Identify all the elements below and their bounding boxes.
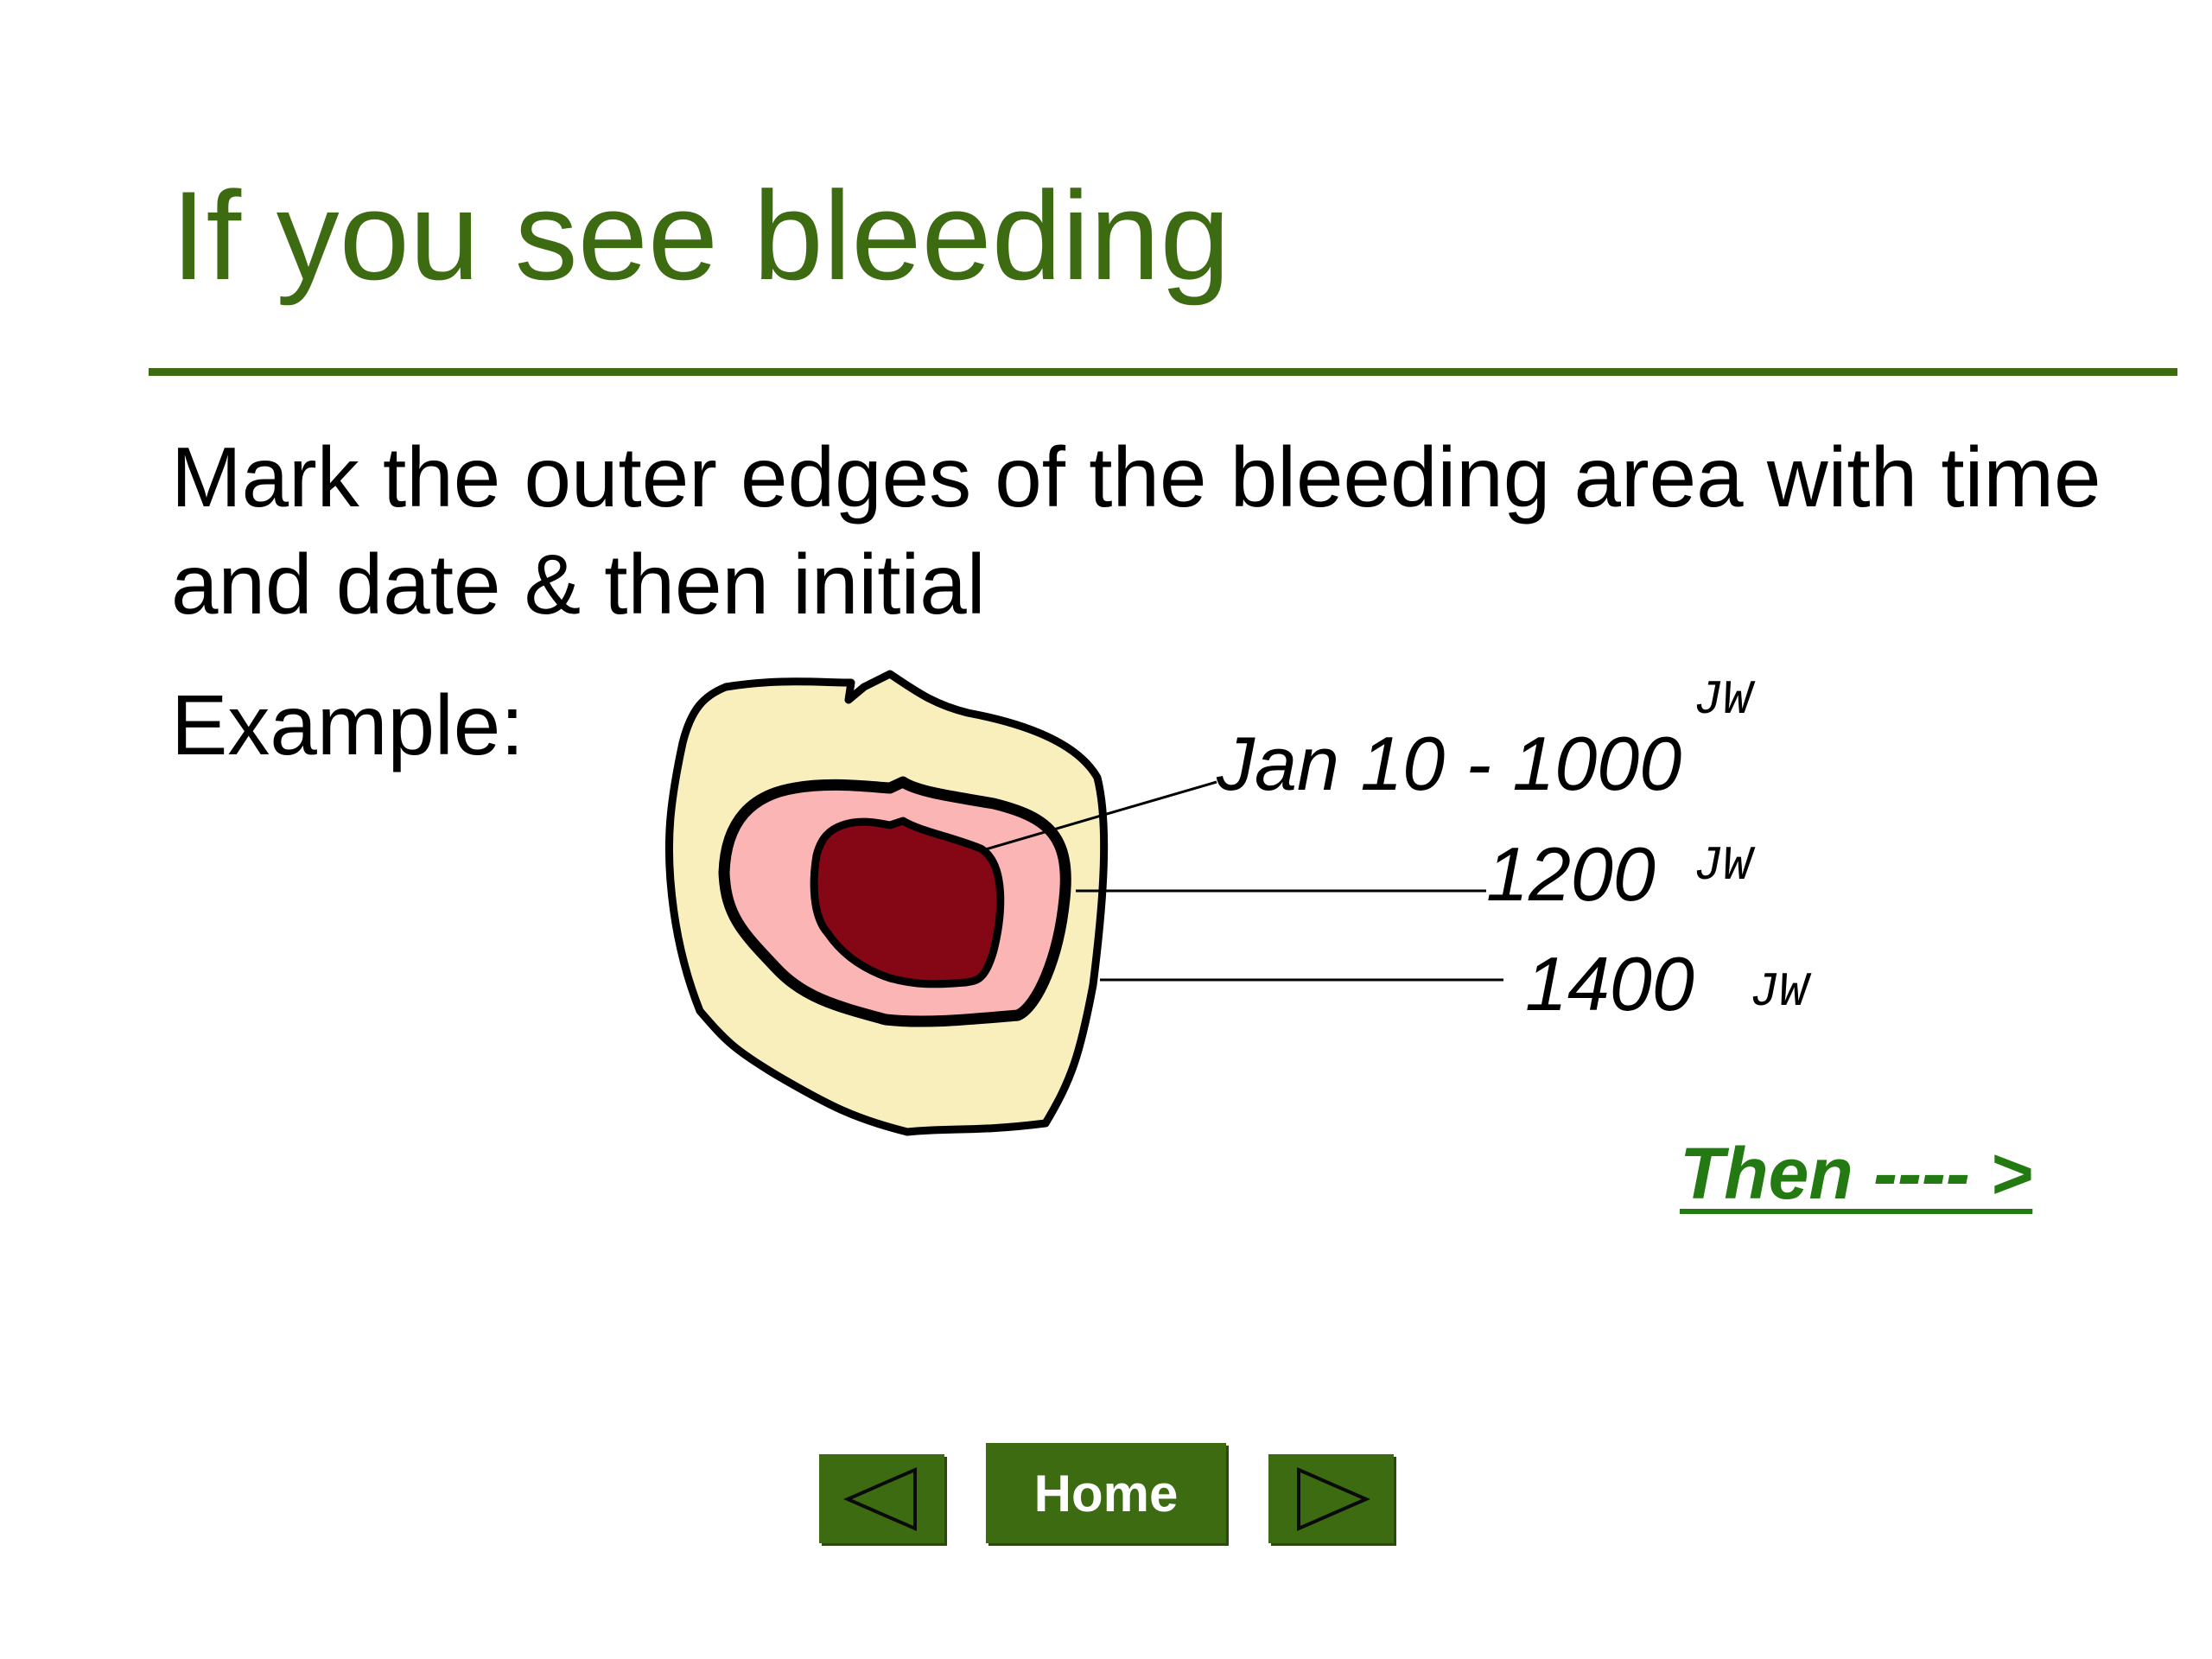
initials-1200: JW: [1694, 838, 1752, 893]
leader-line-1000: [982, 780, 1217, 852]
label-1000: Jan 10 - 1000: [1217, 721, 1682, 806]
then-link[interactable]: Then ---- >: [1680, 1133, 2033, 1214]
previous-button[interactable]: [819, 1454, 944, 1543]
label-1400: 1400: [1525, 941, 1694, 1027]
label-1200: 1200: [1486, 831, 1656, 917]
home-button[interactable]: Home: [986, 1443, 1226, 1543]
left-triangle-icon: [842, 1466, 917, 1531]
initials-1400: JW: [1750, 964, 1808, 1020]
home-button-label: Home: [1033, 1464, 1179, 1522]
initials-1000: JW: [1694, 672, 1752, 728]
inner-bleeding-area: [810, 817, 1005, 988]
example-label: Example:: [171, 677, 524, 772]
page-title: If you see bleeding: [171, 165, 1230, 306]
right-triangle-icon: [1296, 1466, 1370, 1531]
title-divider: [149, 368, 2177, 376]
next-button[interactable]: [1268, 1454, 1394, 1543]
instruction-text: Mark the outer edges of the bleeding are…: [171, 429, 2101, 632]
